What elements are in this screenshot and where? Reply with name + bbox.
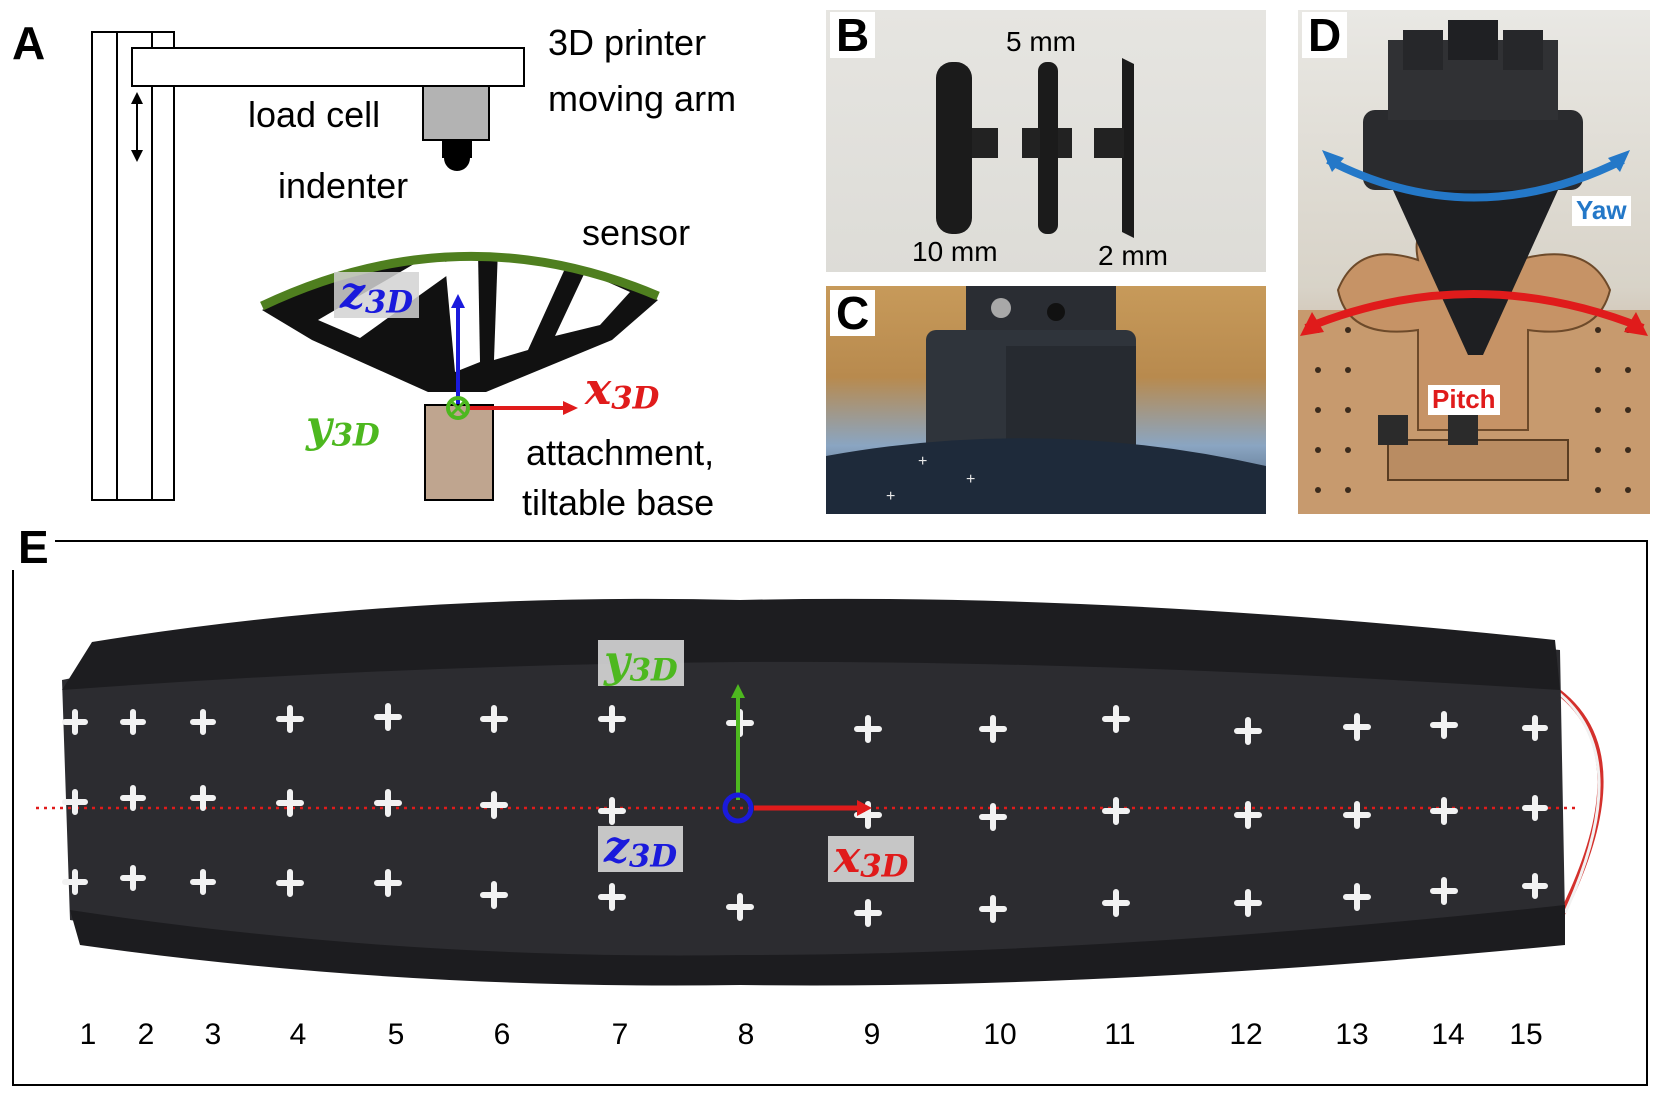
axis-label-x-a: x3D	[585, 364, 660, 417]
position-number: 15	[1509, 1018, 1543, 1051]
position-number: 1	[79, 1018, 97, 1051]
position-number: 9	[863, 1018, 881, 1051]
printer-moving-arm	[131, 47, 525, 87]
panel-label-d: D	[1302, 12, 1348, 58]
attachment-label-line2: tiltable base	[522, 482, 715, 523]
tiltable-base	[424, 404, 494, 501]
position-number: 14	[1431, 1018, 1465, 1051]
indenter-label: indenter	[278, 165, 409, 206]
indenter-2mm	[1122, 58, 1134, 238]
yaw-ring	[1363, 110, 1583, 190]
pitch-arrow	[1304, 290, 1645, 332]
axis-label-y-a: y3D	[306, 401, 380, 454]
position-number: 4	[289, 1018, 307, 1051]
panel-label-a: A	[12, 17, 46, 69]
panel-label-c: C	[830, 290, 876, 336]
panel-label-b: B	[830, 12, 876, 58]
panel-label-e: E	[12, 524, 55, 570]
load-cell	[422, 85, 490, 141]
position-number: 8	[737, 1018, 755, 1051]
z-axis-origin-marker	[722, 792, 754, 824]
yaw-cone	[1393, 190, 1558, 355]
panel-d-photo	[1298, 10, 1650, 514]
pitch-label: Pitch	[1428, 384, 1500, 415]
indenter-10mm	[936, 62, 972, 234]
printer-frame	[91, 31, 175, 501]
marker-crosses	[62, 703, 1548, 927]
position-number: 2	[137, 1018, 155, 1051]
sensor-surface	[826, 438, 1266, 514]
svg-text:+: +	[918, 453, 927, 470]
position-number: 11	[1104, 1018, 1136, 1051]
indenter-5mm	[1038, 62, 1058, 234]
axis-label-z-a: z3D	[334, 272, 420, 319]
yaw-label: Yaw	[1572, 195, 1631, 226]
y-axis-origin-marker	[446, 396, 470, 420]
yaw-arrow	[1326, 156, 1625, 202]
sensor-band	[62, 619, 1565, 967]
axis-label-z-e: z3D	[598, 826, 684, 873]
wooden-base	[1387, 439, 1569, 481]
arm-label-line2: moving arm	[548, 78, 737, 119]
width-label-2mm: 2 mm	[1098, 240, 1168, 271]
panel-b-photo	[826, 10, 1266, 272]
position-number: 10	[983, 1018, 1017, 1051]
attachment-label-line1: attachment,	[526, 432, 715, 473]
position-number: 6	[493, 1018, 511, 1051]
panel-c-photo: + + +	[826, 286, 1266, 514]
axis-label-x-e: x3D	[828, 836, 915, 883]
position-number: 7	[611, 1018, 629, 1051]
position-number: 3	[204, 1018, 222, 1051]
position-number: 5	[387, 1018, 405, 1051]
load-cell-label: load cell	[248, 94, 381, 135]
panel-e-frame	[12, 540, 1648, 1086]
screw-head	[991, 298, 1011, 318]
svg-text:+: +	[886, 488, 895, 505]
position-number: 13	[1335, 1018, 1369, 1051]
sensor-label: sensor	[582, 212, 691, 253]
svg-text:+: +	[966, 471, 975, 488]
position-number: 12	[1229, 1018, 1263, 1051]
arm-label-line1: 3D printer	[548, 22, 707, 63]
axis-label-y-e: y3D	[598, 640, 684, 687]
width-label-10mm: 10 mm	[912, 236, 998, 267]
width-label-5mm: 5 mm	[1006, 26, 1076, 57]
vertical-motion-arrow	[131, 92, 143, 162]
